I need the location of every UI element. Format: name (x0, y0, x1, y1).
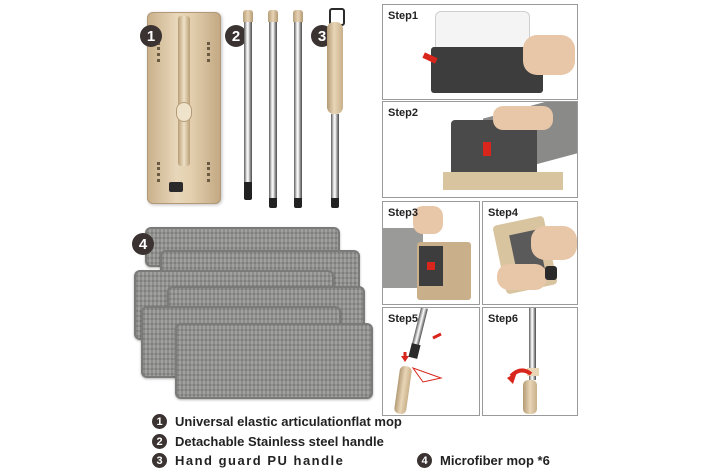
step3-label: Step3 (388, 207, 418, 219)
step5-panel: Step5 (382, 307, 480, 416)
step4-panel: Step4 (482, 201, 578, 305)
step2-panel: Step2 (382, 101, 578, 198)
step2-label: Step2 (388, 107, 418, 119)
legend-item-1: 1 Universal elastic articulationflat mop (152, 414, 402, 429)
legend-text-1: Universal elastic articulationflat mop (175, 414, 402, 429)
legend-item-3: 3 Hand guard PU handle (152, 453, 344, 468)
mop-head-base (147, 12, 221, 204)
badge-1: 1 (140, 25, 162, 47)
legend-num-3: 3 (152, 453, 167, 468)
legend-item-4: 4 Microfiber mop *6 (417, 453, 550, 468)
legend-text-3: Hand guard PU handle (175, 453, 345, 468)
legend-text-2: Detachable Stainless steel handle (175, 434, 384, 449)
legend-item-2: 2 Detachable Stainless steel handle (152, 434, 384, 449)
legend-text-4: Microfiber mop *6 (440, 453, 550, 468)
step6-label: Step6 (488, 313, 518, 325)
badge-2: 2 (225, 25, 247, 47)
legend-num-4: 4 (417, 453, 432, 468)
legend-num-1: 1 (152, 414, 167, 429)
step5-label: Step5 (388, 313, 418, 325)
step5-arrows (401, 332, 443, 383)
step1-label: Step1 (388, 10, 418, 22)
step6-panel: Step6 (482, 307, 578, 416)
legend-num-2: 2 (152, 434, 167, 449)
step1-panel: Step1 (382, 4, 578, 100)
step3-panel: Step3 (382, 201, 480, 305)
step4-label: Step4 (488, 207, 518, 219)
rotate-arrow-icon (507, 368, 533, 384)
badge-4: 4 (132, 233, 154, 255)
